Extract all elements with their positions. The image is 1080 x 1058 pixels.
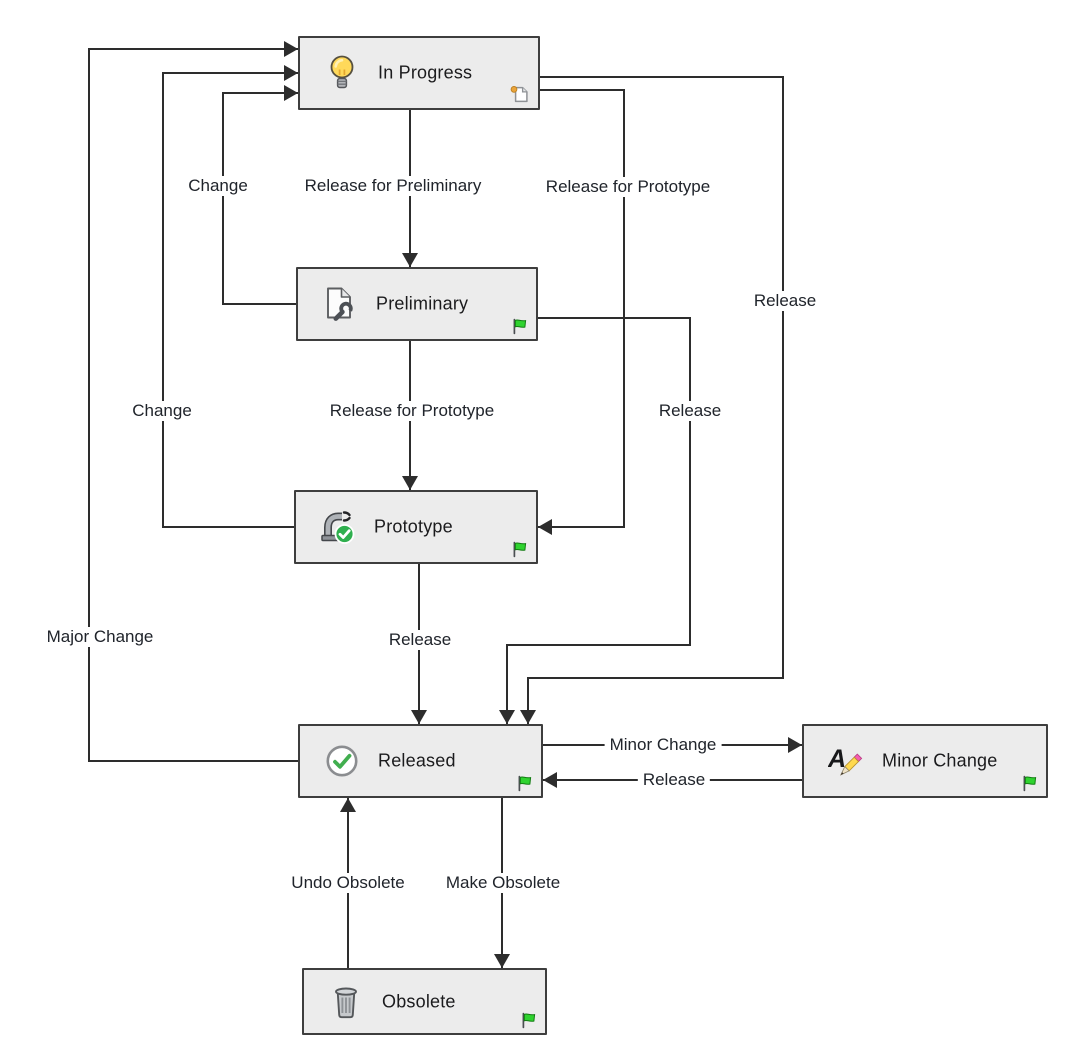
transition-label-release-preliminary-to-released[interactable]: Release xyxy=(653,401,727,421)
letter-a-pencil-icon: A xyxy=(824,745,868,777)
arrowhead-release-inprogress-to-released xyxy=(520,710,536,724)
transition-line-release-for-prototype-right xyxy=(539,89,625,91)
transition-label-release-for-preliminary[interactable]: Release for Preliminary xyxy=(299,176,487,196)
transition-line-change-from-preliminary xyxy=(222,92,224,305)
transition-line-major-change xyxy=(88,48,90,762)
transition-label-major-change[interactable]: Major Change xyxy=(41,627,159,647)
transition-line-release-preliminary-to-released xyxy=(689,317,691,646)
arrowhead-minor-change-transition xyxy=(788,737,802,753)
transition-line-major-change xyxy=(88,48,299,50)
state-label-in-progress: In Progress xyxy=(378,62,473,83)
transition-line-release-inprogress-to-released xyxy=(527,677,784,679)
state-in-progress[interactable]: In Progress xyxy=(298,36,540,110)
arrowhead-release-for-prototype-middle xyxy=(402,476,418,490)
state-label-obsolete: Obsolete xyxy=(382,991,456,1011)
transition-line-change-from-prototype xyxy=(162,526,295,528)
arrowhead-release-preliminary-to-released xyxy=(499,710,515,724)
transition-line-major-change xyxy=(88,760,299,762)
transition-line-release-inprogress-to-released xyxy=(539,76,784,78)
transition-line-release-inprogress-to-released xyxy=(527,677,529,725)
arrowhead-undo-obsolete xyxy=(340,798,356,812)
transition-label-release-minorchange-to-released[interactable]: Release xyxy=(637,770,711,790)
state-preliminary[interactable]: Preliminary xyxy=(296,267,538,341)
transition-line-change-from-preliminary xyxy=(222,92,299,94)
transition-line-release-preliminary-to-released xyxy=(537,317,691,319)
transition-label-undo-obsolete[interactable]: Undo Obsolete xyxy=(286,873,410,893)
flag-icon xyxy=(1021,775,1037,792)
arrowhead-change-from-prototype xyxy=(284,65,298,81)
state-label-released: Released xyxy=(378,750,456,771)
state-label-minor-change: Minor Change xyxy=(882,750,998,771)
arrowhead-make-obsolete xyxy=(494,954,510,968)
transition-label-release-for-prototype-right[interactable]: Release for Prototype xyxy=(540,177,716,197)
flag-icon xyxy=(511,541,527,558)
arrowhead-change-from-preliminary xyxy=(284,85,298,101)
transition-line-change-from-prototype xyxy=(162,72,164,528)
svg-text:A: A xyxy=(828,745,846,773)
transition-line-release-preliminary-to-released xyxy=(506,644,691,646)
arrowhead-release-for-prototype-right xyxy=(538,519,552,535)
flag-icon xyxy=(520,1012,536,1029)
transition-line-change-from-preliminary xyxy=(222,303,297,305)
trash-icon xyxy=(324,985,368,1019)
lightbulb-icon xyxy=(320,54,364,92)
state-label-prototype: Prototype xyxy=(374,516,453,537)
state-obsolete[interactable]: Obsolete xyxy=(302,968,547,1035)
transition-label-release-for-prototype-middle[interactable]: Release for Prototype xyxy=(324,401,500,421)
transition-label-release-inprogress-to-released[interactable]: Release xyxy=(748,291,822,311)
transition-label-change-from-preliminary[interactable]: Change xyxy=(183,176,253,196)
transition-line-release-for-prototype-right xyxy=(537,526,625,528)
state-minor-change[interactable]: A Minor Change xyxy=(802,724,1048,798)
state-label-preliminary: Preliminary xyxy=(376,293,469,314)
transition-label-change-from-prototype[interactable]: Change xyxy=(127,401,197,421)
arrowhead-release-prototype-to-released xyxy=(411,710,427,724)
transition-line-change-from-prototype xyxy=(162,72,299,74)
new-document-icon xyxy=(510,85,529,104)
transition-label-release-prototype-to-released[interactable]: Release xyxy=(383,630,457,650)
arrowhead-major-change xyxy=(284,41,298,57)
arrowhead-release-for-preliminary xyxy=(402,253,418,267)
state-prototype[interactable]: Prototype xyxy=(294,490,538,564)
document-wrench-icon xyxy=(318,287,362,321)
transition-line-release-for-prototype-right xyxy=(623,89,625,528)
arrowhead-release-minorchange-to-released xyxy=(543,772,557,788)
check-circle-icon xyxy=(320,744,364,778)
transition-line-release-inprogress-to-released xyxy=(782,76,784,679)
state-released[interactable]: Released xyxy=(298,724,543,798)
transition-line-release-preliminary-to-released xyxy=(506,644,508,725)
robot-arm-check-icon xyxy=(316,509,360,545)
flag-icon xyxy=(511,318,527,335)
flag-icon xyxy=(516,775,532,792)
transition-label-minor-change-transition[interactable]: Minor Change xyxy=(604,735,722,755)
transition-label-make-obsolete[interactable]: Make Obsolete xyxy=(440,873,566,893)
